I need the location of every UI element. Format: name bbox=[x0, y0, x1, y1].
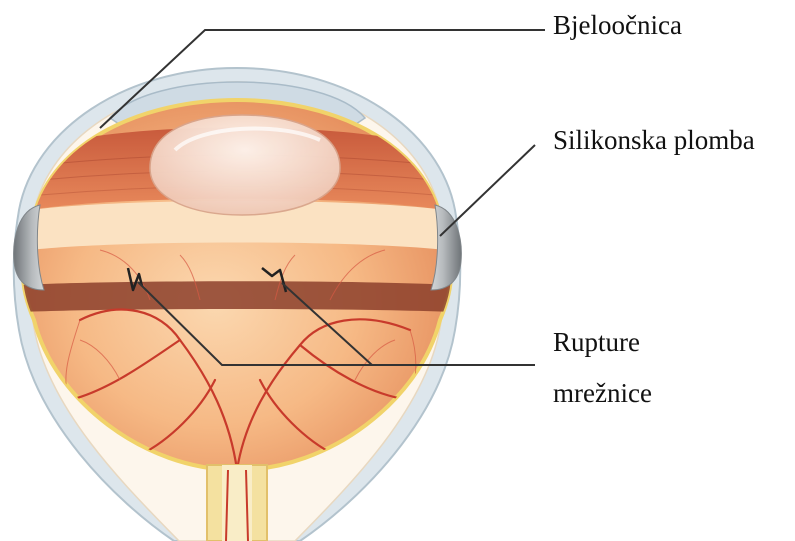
leader-line-buckle bbox=[440, 145, 535, 236]
label-sclera: Bjeloočnica bbox=[553, 10, 682, 41]
label-retinal-tears-line1: Rupture bbox=[553, 327, 640, 358]
label-retinal-tears-line2: mrežnice bbox=[553, 378, 652, 409]
optic-nerve bbox=[207, 465, 267, 541]
label-silicone-buckle: Silikonska plomba bbox=[553, 125, 755, 156]
equatorial-band bbox=[20, 281, 455, 312]
lens bbox=[150, 115, 340, 215]
